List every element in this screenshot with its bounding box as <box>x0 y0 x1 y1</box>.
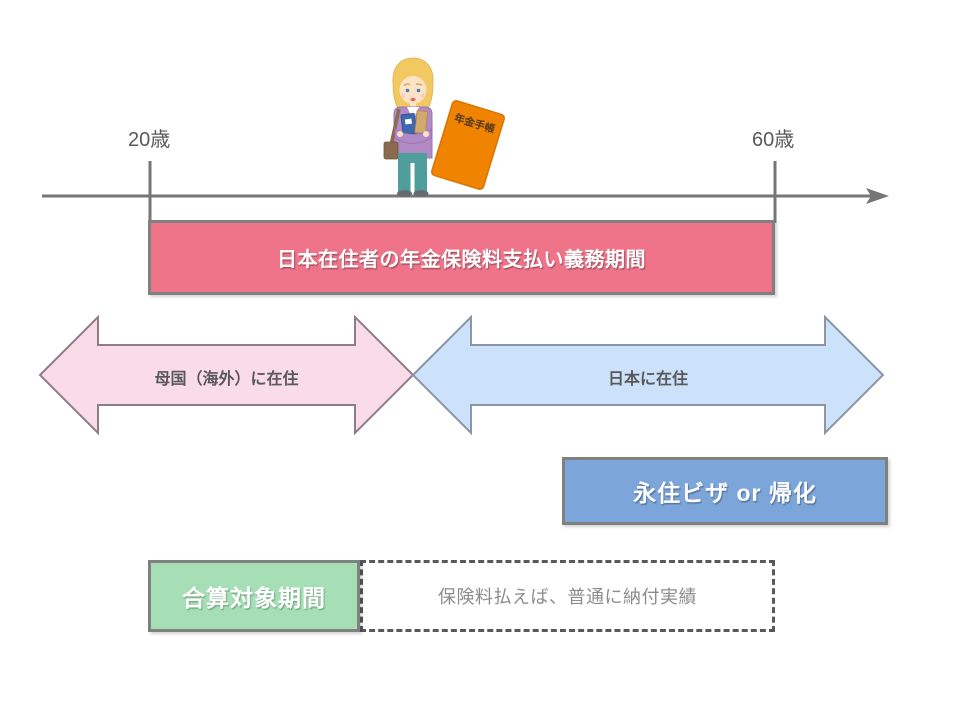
papers <box>414 110 429 134</box>
person-neck <box>410 100 416 109</box>
person-shoe <box>413 190 429 197</box>
note-label: 保険料払えば、普通に納付実績 <box>438 587 697 607</box>
person-eyebrow <box>403 83 411 86</box>
shoulder-bag-strap <box>389 108 401 146</box>
overseas-arrow-label: 母国（海外）に在住 <box>154 371 299 388</box>
person-blush <box>420 93 426 99</box>
person-bangs <box>399 66 427 87</box>
person-shoe <box>397 190 412 197</box>
totalization-box: 合算対象期間 <box>148 560 360 632</box>
japan-residence-arrow <box>411 314 885 436</box>
person-hand <box>423 131 429 137</box>
person-mouth <box>410 97 416 102</box>
passport-book <box>400 113 417 136</box>
person-arm <box>394 128 432 144</box>
person-pants <box>398 153 427 163</box>
visa-label: 永住ビザ or 帰化 <box>633 480 817 506</box>
note-box: 保険料払えば、普通に納付実績 <box>360 560 775 632</box>
person-illustration <box>383 57 434 197</box>
person-face <box>399 76 427 104</box>
person-blush <box>400 93 406 99</box>
person-leg <box>398 156 411 192</box>
visa-box: 永住ビザ or 帰化 <box>562 457 888 525</box>
person-eye <box>405 88 410 93</box>
age-label-60: 60歳 <box>752 129 795 151</box>
obligation-period-box: 日本在住者の年金保険料支払い義務期間 <box>148 220 775 295</box>
person-eyebrow <box>415 83 423 86</box>
totalization-label: 合算対象期間 <box>182 585 326 611</box>
shoulder-bag <box>383 141 399 160</box>
person-hand <box>397 131 403 137</box>
timeline-arrowhead-icon <box>866 188 889 204</box>
person-leg <box>414 156 427 192</box>
person-eye <box>416 88 421 93</box>
obligation-period-label: 日本在住者の年金保険料支払い義務期間 <box>277 249 646 271</box>
passport-label <box>404 118 412 125</box>
age-label-20: 20歳 <box>128 129 171 151</box>
pension-handbook-illustration: 年金手帳 <box>431 100 505 190</box>
japan-arrow-label: 日本に在住 <box>607 371 688 388</box>
pension-handbook-cover <box>431 100 505 190</box>
